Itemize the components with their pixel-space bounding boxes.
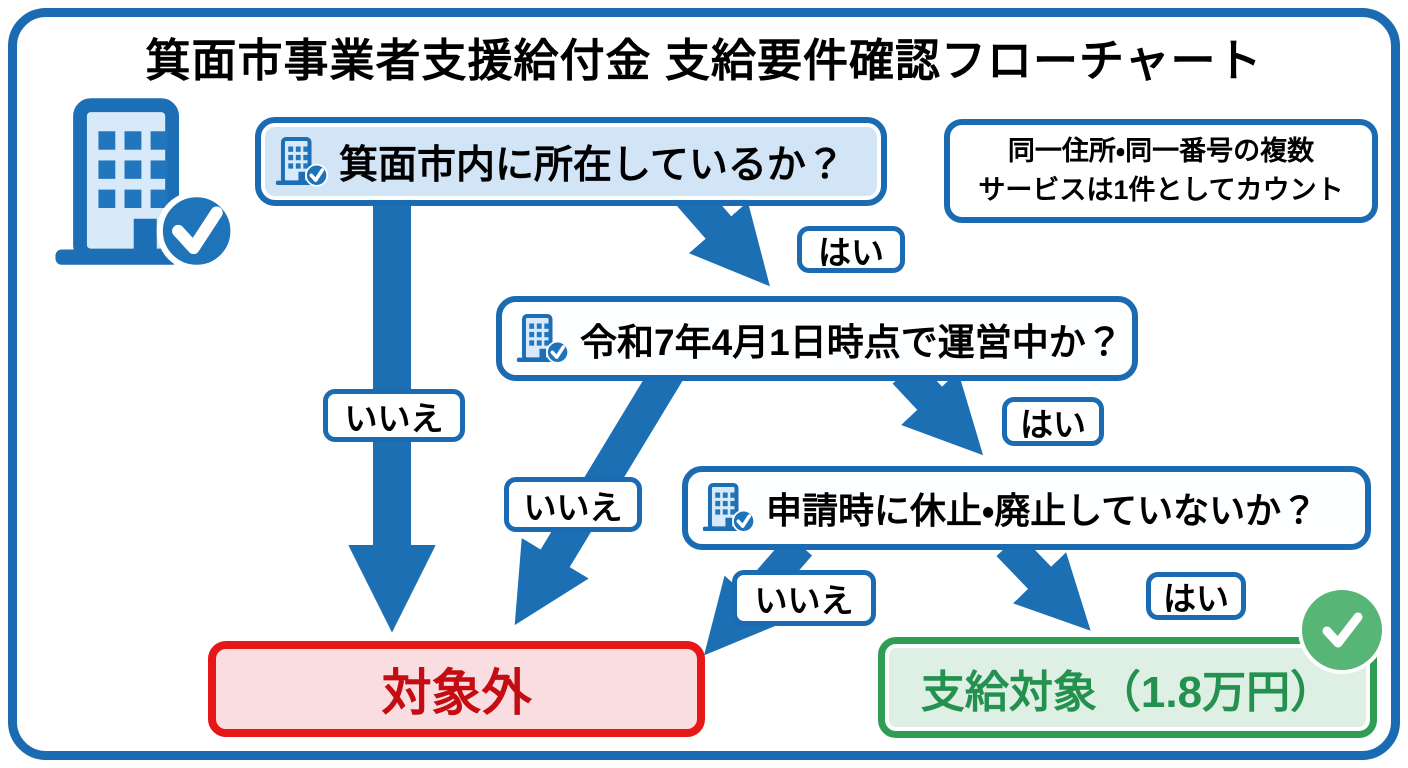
- page-title: 箕面市事業者支援給付金 支給要件確認フローチャート: [145, 35, 1263, 86]
- label-yes-q3: はい: [1146, 572, 1246, 620]
- result-excluded-box: 対象外: [208, 641, 705, 737]
- question-text: 令和7年4月1日時点で運営中か？: [580, 321, 1123, 363]
- result-eligible-box: 支給対象（1.8万円）: [878, 637, 1377, 738]
- note-box: 同一住所・同一番号の複数 サービスは1件としてカウント: [944, 119, 1378, 223]
- label-no-q3: いいえ: [732, 570, 876, 626]
- building-with-check-icon: [702, 482, 756, 534]
- label-yes-q2: はい: [1002, 397, 1104, 446]
- green-check-icon: [1298, 586, 1386, 674]
- question-text: 箕面市内に所在しているか？: [339, 143, 845, 187]
- label-no-q2: いいえ: [504, 477, 642, 532]
- question-text: 申請時に休止・廃止していないか？: [766, 490, 1318, 531]
- question-box-location: 箕面市内に所在しているか？: [255, 117, 887, 206]
- building-with-check-icon: [275, 136, 329, 188]
- label-yes-q1: はい: [797, 226, 905, 273]
- arrow-q3-yes: [996, 533, 1091, 631]
- building-with-check-icon: [516, 313, 570, 365]
- note-line-2: サービスは1件としてカウント: [978, 175, 1344, 205]
- building-with-check-icon: [50, 96, 242, 274]
- question-box-operating: 令和7年4月1日時点で運営中か？: [496, 296, 1138, 381]
- question-box-not-suspended: 申請時に休止・廃止していないか？: [682, 466, 1371, 550]
- note-line-1: 同一住所・同一番号の複数: [1007, 135, 1315, 166]
- label-no-q1: いいえ: [323, 389, 465, 442]
